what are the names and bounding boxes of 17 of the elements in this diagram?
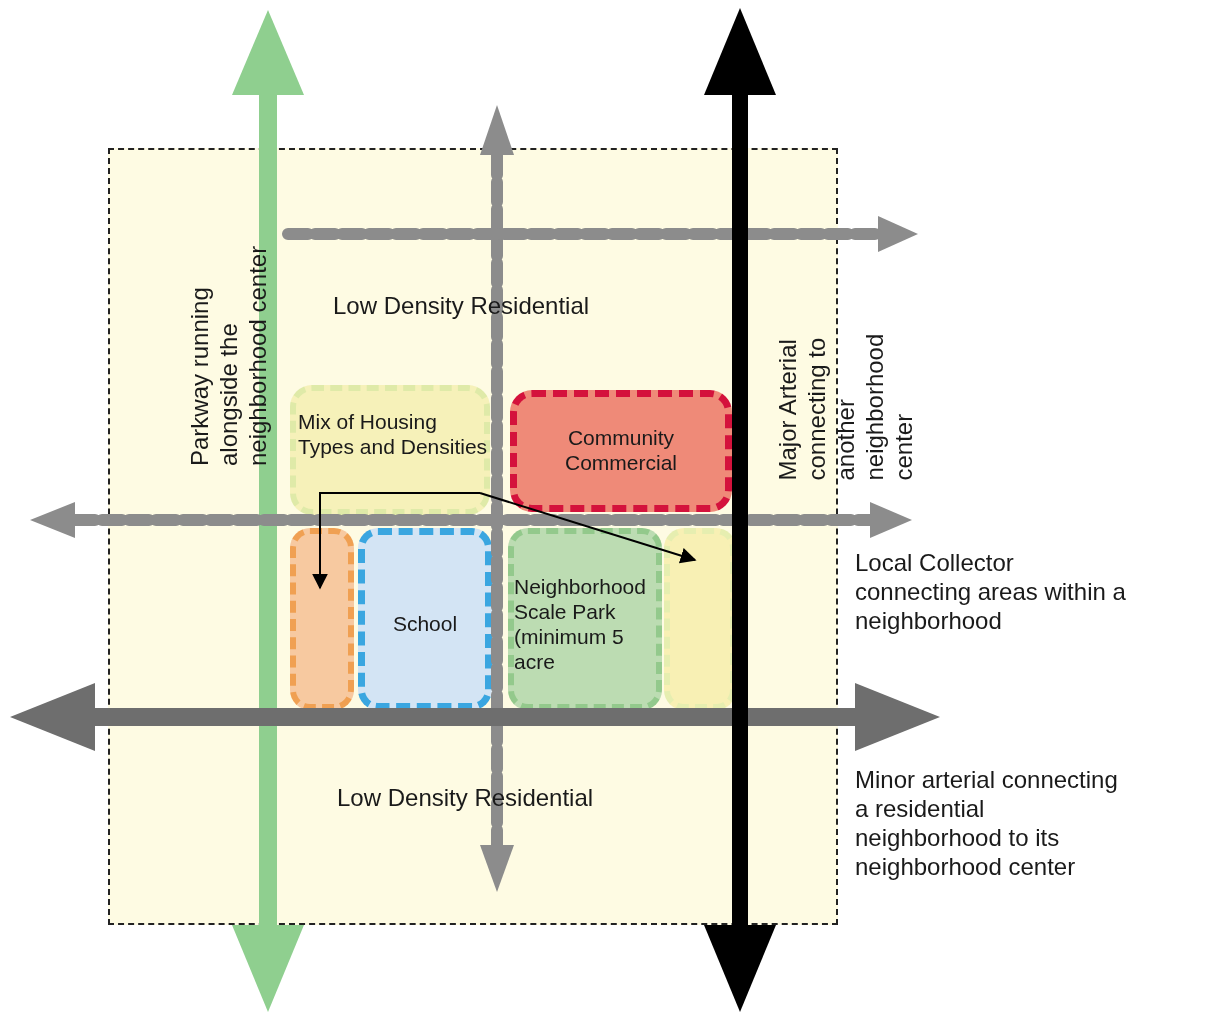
school-area xyxy=(358,528,492,710)
area-label: Neighborhood Scale Park (minimum 5 acre xyxy=(514,574,647,674)
housing-area xyxy=(290,385,490,515)
road-label: Local Collector connecting areas within a neighborhood xyxy=(855,548,1127,635)
road-label: Major Arterial connecting to another neighborhood center xyxy=(772,332,918,480)
park-area xyxy=(508,528,662,710)
housing-strip xyxy=(290,528,354,710)
area-label: Low Density Residential xyxy=(333,291,591,320)
area-label: Low Density Residential xyxy=(337,783,595,812)
road-label: Parkway running alongside the neighborhood center xyxy=(184,244,272,466)
commercial-area xyxy=(510,390,732,512)
area-label: Community Commercial xyxy=(564,425,678,475)
leader-arrow xyxy=(312,492,481,590)
leader-arrow xyxy=(479,492,697,564)
area-label: Mix of Housing Types and Densities xyxy=(298,409,488,459)
area-label: School xyxy=(391,611,459,636)
road-label: Minor arterial connecting a residential neighborhood to its neighborhood center xyxy=(855,765,1119,881)
